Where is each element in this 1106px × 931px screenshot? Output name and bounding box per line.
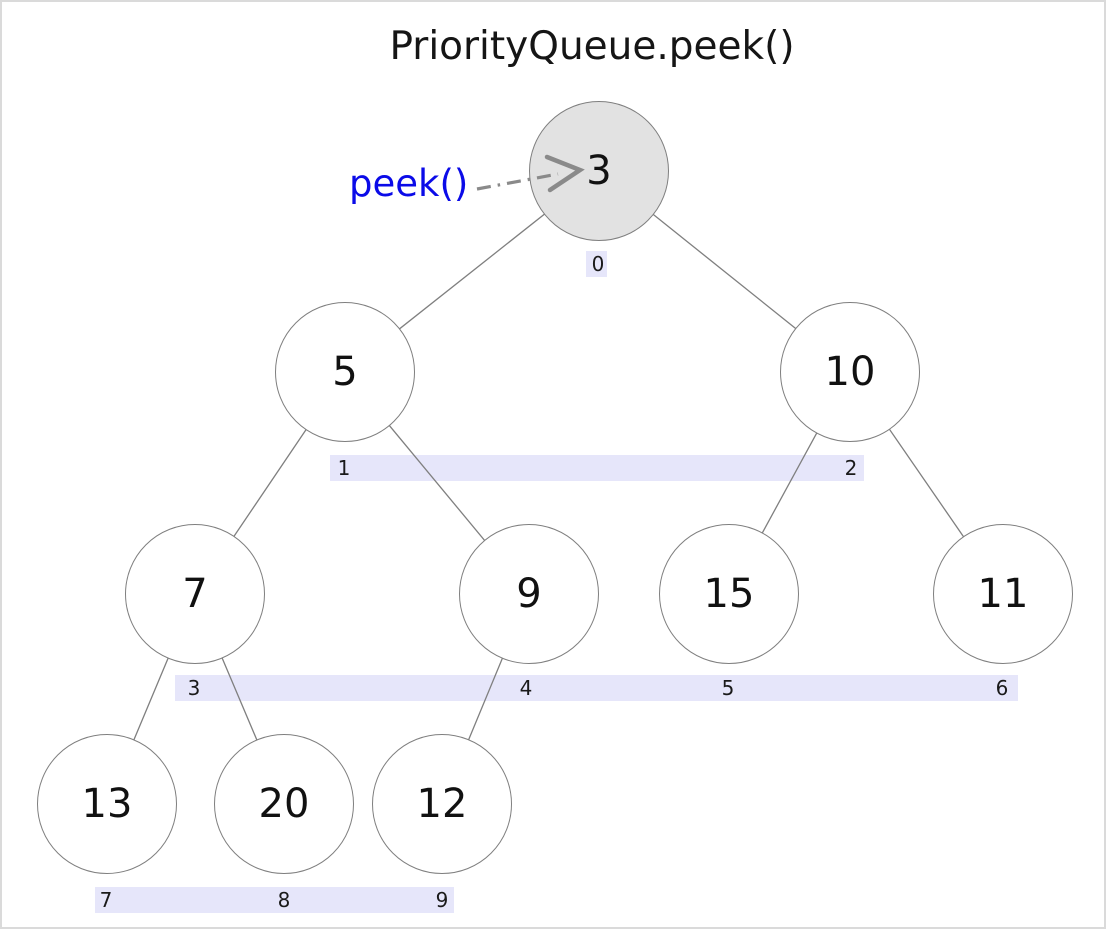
index-label-6: 6	[995, 676, 1009, 700]
index-label-0: 0	[591, 252, 605, 276]
heap-node-4: 9	[459, 524, 599, 664]
index-label-7: 7	[99, 888, 113, 912]
index-label-9: 9	[435, 888, 449, 912]
index-band-level-1	[330, 455, 864, 481]
heap-node-2: 10	[780, 302, 920, 442]
heap-node-0: 3	[529, 101, 669, 241]
index-label-5: 5	[721, 676, 735, 700]
index-band-level-0	[586, 251, 607, 277]
index-label-4: 4	[519, 676, 533, 700]
index-band-level-2	[175, 675, 1018, 701]
heap-node-7: 13	[37, 734, 177, 874]
index-label-1: 1	[337, 456, 351, 480]
index-label-2: 2	[844, 456, 858, 480]
heap-node-6: 11	[933, 524, 1073, 664]
heap-node-9: 12	[372, 734, 512, 874]
peek-annotation-label: peek()	[349, 162, 469, 205]
peek-arrow-dash-line	[476, 172, 559, 191]
diagram-title: PriorityQueue.peek()	[389, 24, 795, 69]
heap-node-5: 15	[659, 524, 799, 664]
heap-node-8: 20	[214, 734, 354, 874]
index-band-level-3	[95, 887, 454, 913]
index-label-3: 3	[187, 676, 201, 700]
heap-node-1: 5	[275, 302, 415, 442]
index-label-8: 8	[277, 888, 291, 912]
heap-node-3: 7	[125, 524, 265, 664]
peek-arrowhead-icon	[544, 154, 585, 193]
